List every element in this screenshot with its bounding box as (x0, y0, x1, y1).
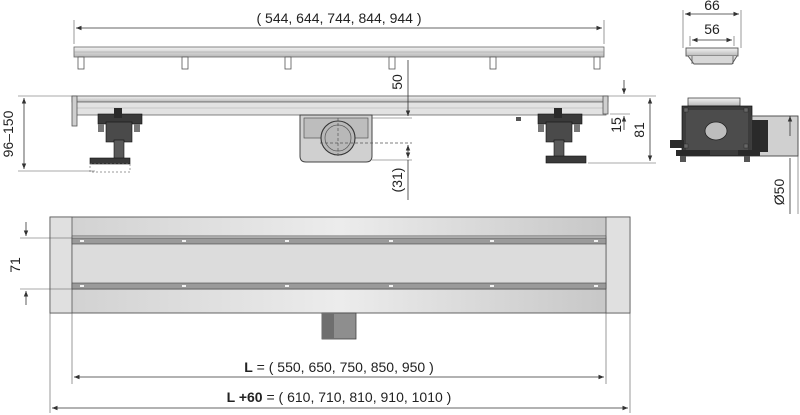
total-length-label: L +60 (227, 389, 263, 405)
body-height: 81 (631, 122, 647, 138)
profile-cross-section: 66 56 (682, 0, 742, 65)
channel-end-right (602, 95, 609, 115)
end-view-outlet-hole (704, 121, 728, 141)
outlet-depth: 50 (389, 74, 405, 90)
profile-width-outer: 66 (704, 0, 720, 13)
grate-tabs (77, 56, 601, 70)
grate-strip-view: ( 544, 644, 744, 844, 944 ) (73, 10, 605, 70)
channel-top-edge (71, 95, 609, 103)
plan-view: 71 L = ( 550, 650, 750, 850, 950 ) L +60… (7, 216, 631, 413)
channel-length-text: L = ( 550, 650, 750, 850, 950 ) (244, 359, 434, 375)
frame-height: 15 (608, 117, 624, 133)
right-adjustable-foot (537, 108, 587, 164)
profile-body (687, 55, 738, 65)
outlet-diameter: Ø50 (771, 179, 787, 206)
total-length-options: = ( 610, 710, 810, 910, 1010 ) (263, 389, 452, 405)
side-elevation-view: 96–150 50 (31) (0, 60, 656, 200)
outlet-offset: (31) (389, 168, 405, 193)
small-clip (516, 117, 521, 121)
profile-top (685, 47, 739, 57)
total-length-text: L +60 = ( 610, 710, 810, 910, 1010 ) (227, 389, 452, 405)
outlet-end-view: Ø50 (670, 97, 799, 214)
foot-adjust-range: 96–150 (0, 110, 16, 157)
left-adjustable-foot (89, 108, 143, 173)
end-view-grate (687, 97, 741, 107)
channel-end-left (71, 95, 78, 127)
plan-grate-strip-bottom (71, 282, 607, 290)
channel-length-label: L (244, 359, 253, 375)
plan-grate-strip-top (71, 237, 607, 245)
grate-width: 71 (7, 257, 23, 273)
profile-width-inner: 56 (704, 21, 720, 37)
plan-channel (71, 235, 607, 290)
channel-length-options: = ( 550, 650, 750, 850, 950 ) (253, 359, 434, 375)
grate-length-options: ( 544, 644, 744, 844, 944 ) (256, 10, 421, 26)
foot-extended-outline (89, 163, 131, 173)
channel-body (73, 101, 607, 116)
